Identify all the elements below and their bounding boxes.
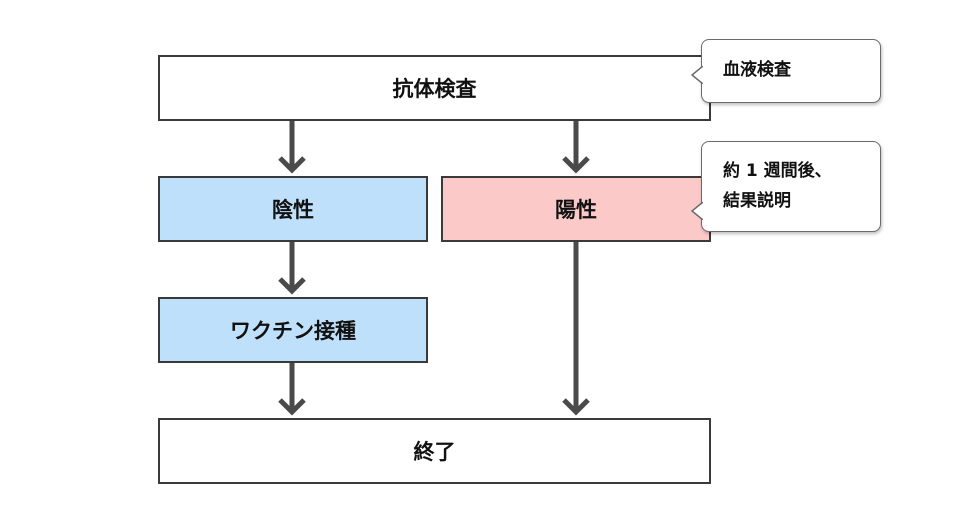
blood-test-callout: 血液検査 xyxy=(691,39,881,103)
callout-pointer-icon xyxy=(691,66,703,84)
arrow-test-to-positive xyxy=(562,119,590,174)
end-box: 終了 xyxy=(158,418,711,484)
arrow-test-to-negative xyxy=(278,119,306,174)
antibody-test-box: 抗体検査 xyxy=(158,55,711,121)
result-text-line1: 約 1 週間後、 xyxy=(723,161,832,181)
negative-label: 陰性 xyxy=(272,198,314,222)
positive-box: 陽性 xyxy=(441,176,711,242)
vaccination-box: ワクチン接種 xyxy=(158,297,428,363)
antibody-test-label: 抗体検査 xyxy=(392,77,477,101)
vaccination-label: ワクチン接種 xyxy=(230,319,356,343)
negative-box: 陰性 xyxy=(158,176,428,242)
arrow-vaccination-to-end xyxy=(278,361,306,416)
arrow-positive-to-end xyxy=(562,240,590,416)
end-label: 終了 xyxy=(413,440,456,464)
arrow-negative-to-vaccination xyxy=(278,240,306,295)
result-callout: 約 1 週間後、 結果説明 xyxy=(691,141,881,232)
result-text-line2: 結果説明 xyxy=(723,191,791,211)
callout-pointer-icon xyxy=(691,202,703,220)
blood-test-text: 血液検査 xyxy=(723,60,791,80)
positive-label: 陽性 xyxy=(555,198,597,222)
